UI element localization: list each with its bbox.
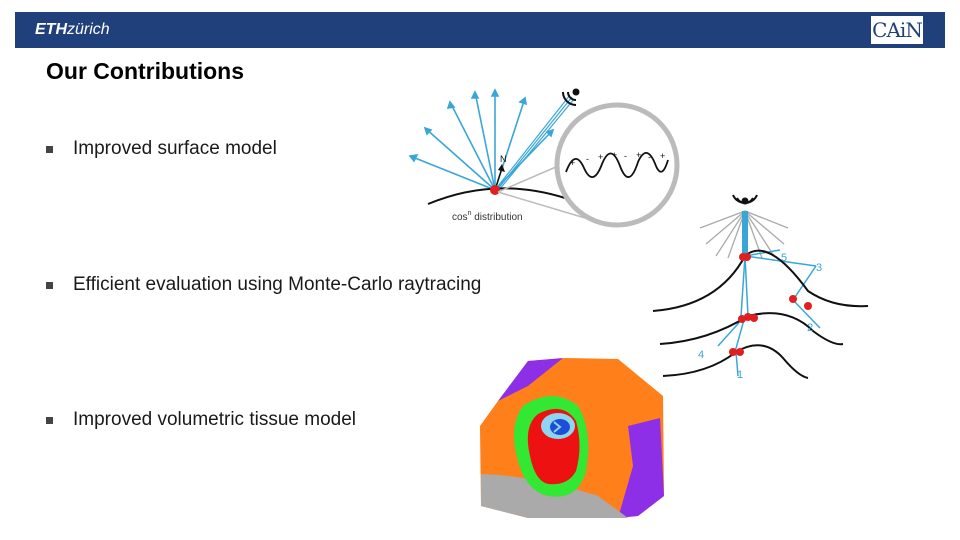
- ray-label: 5: [781, 252, 787, 264]
- normal-label: N: [500, 154, 507, 164]
- ray-label: 3: [816, 262, 822, 274]
- surface-point: [490, 185, 500, 195]
- surface-model-figure: N cosn distribution +-++-+-+: [408, 88, 680, 228]
- eth-logo-bold: ETH: [35, 21, 67, 38]
- bullet-square-icon: [46, 281, 53, 289]
- raytracing-figure: 5 3 2 4 1: [652, 194, 869, 381]
- tissue-model-figure: [480, 358, 664, 518]
- svg-text:-: -: [586, 154, 589, 164]
- slide-title: Our Contributions: [46, 58, 245, 84]
- reflected-ray: [409, 155, 496, 191]
- svg-text:-: -: [624, 151, 627, 161]
- ray-label: 2: [807, 322, 813, 334]
- ray-label: 1: [737, 369, 743, 381]
- bullet-square-icon: [46, 416, 53, 424]
- svg-text:-: -: [648, 152, 651, 162]
- bullet-text: Improved surface model: [73, 138, 277, 159]
- bullet-surface-model: Improved surface model: [46, 138, 277, 160]
- ray-label: 4: [698, 349, 704, 361]
- svg-text:+: +: [660, 151, 665, 161]
- ultrasound-probe-icon: [562, 88, 580, 106]
- bullet-text: Efficient evaluation using Monte-Carlo r…: [73, 274, 482, 295]
- header-bar: [15, 12, 945, 48]
- bullet-square-icon: [46, 145, 53, 153]
- zoom-circle: [554, 102, 680, 228]
- bullet-monte-carlo: Efficient evaluation using Monte-Carlo r…: [46, 274, 481, 296]
- bullet-text: Improved volumetric tissue model: [73, 409, 356, 430]
- svg-text:+: +: [636, 150, 641, 160]
- svg-text:+: +: [612, 150, 617, 160]
- cain-logo: CAiN: [871, 16, 923, 44]
- eth-logo-light: zürich: [67, 21, 110, 38]
- svg-text:+: +: [570, 158, 575, 168]
- eth-zurich-logo: ETHzürich: [35, 20, 110, 40]
- ultrasound-probe-icon: [732, 194, 758, 205]
- reflected-ray: [449, 101, 496, 191]
- reflected-ray: [424, 127, 496, 191]
- distribution-label: cosn distribution: [452, 210, 523, 223]
- reflected-ray: [474, 91, 496, 191]
- svg-text:+: +: [598, 152, 603, 162]
- bullet-tissue-model: Improved volumetric tissue model: [46, 409, 356, 431]
